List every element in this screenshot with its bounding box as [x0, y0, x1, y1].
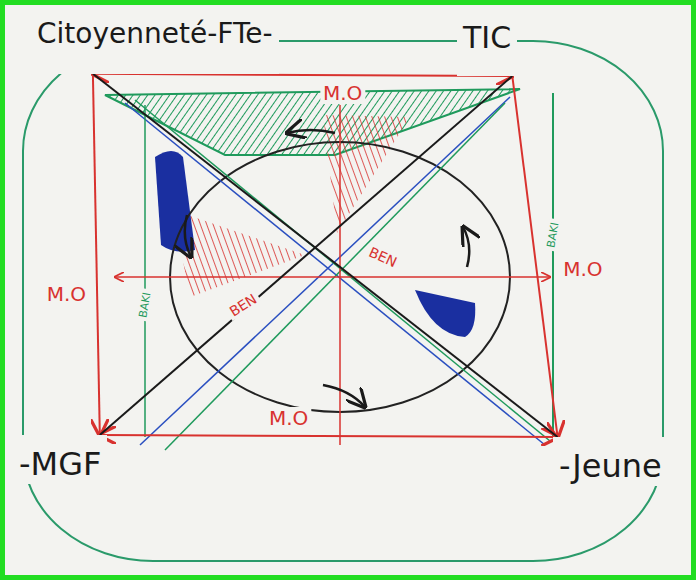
corner-label: -Jeune	[553, 437, 668, 486]
green-outline	[23, 41, 663, 561]
blue-filled-zone	[155, 151, 195, 252]
cycle-arrow	[463, 227, 469, 267]
red-note: BEN	[224, 289, 262, 321]
edge-label: M.O	[560, 258, 605, 280]
cycle-arrow	[185, 215, 191, 257]
connector-line	[93, 74, 100, 435]
green-hatched-zone	[105, 89, 520, 155]
red-note: BEN	[364, 243, 402, 272]
connector-line	[100, 76, 513, 435]
cycle-arrow	[287, 130, 335, 133]
edge-label: M.O	[266, 407, 311, 429]
red-line	[115, 276, 550, 278]
corner-label: TIC	[457, 19, 517, 76]
green-line	[144, 105, 146, 437]
corner-label: Citoyenneté-FTe-	[31, 17, 279, 74]
corner-text: -MGF	[19, 447, 101, 482]
corner-text: TIC	[463, 21, 511, 54]
blue-filled-zone	[415, 290, 475, 337]
connector-line	[93, 74, 512, 76]
green-line	[135, 100, 550, 441]
edge-label: M.O	[320, 82, 365, 104]
connector-line	[93, 74, 558, 437]
green-note: BAKI	[544, 218, 562, 251]
blue-line	[125, 103, 545, 445]
corner-label: -MGF	[13, 435, 107, 484]
connector-line	[512, 76, 557, 437]
corner-text: -Jeune	[559, 449, 662, 484]
green-note: BAKI	[136, 288, 154, 321]
green-line	[552, 93, 554, 437]
corner-text: Citoyenneté-FTe-	[37, 19, 273, 50]
red-line	[339, 105, 341, 445]
connector-line	[100, 435, 558, 437]
red-hatched-zone	[323, 115, 410, 233]
edge-label: M.O	[44, 283, 89, 305]
cycle-arrow	[323, 385, 365, 407]
